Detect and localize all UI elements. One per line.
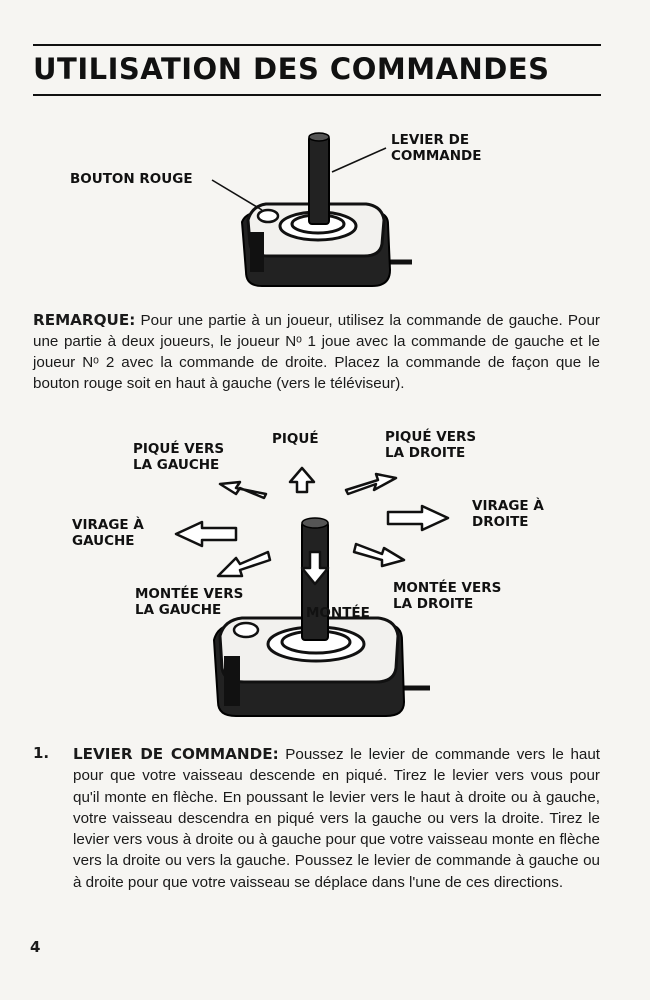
label-up-right: PIQUÉ VERS LA DROITE xyxy=(385,429,477,461)
label-left: VIRAGE À GAUCHE xyxy=(72,517,144,549)
label-up-left: PIQUÉ VERS LA GAUCHE xyxy=(133,441,225,473)
label-down-left: MONTÉE VERS LA GAUCHE xyxy=(135,586,244,618)
page-title: UTILISATION DES COMMANDES xyxy=(33,52,550,86)
label-down: MONTÉE xyxy=(306,605,370,621)
joystick-icon xyxy=(174,466,450,717)
title-underline xyxy=(33,94,601,96)
label-down-right: MONTÉE VERS LA DROITE xyxy=(393,580,502,612)
remark-label: REMARQUE: xyxy=(33,311,136,329)
remark-text: Pour une partie à un joueur, utilisez la… xyxy=(33,312,600,392)
remark-paragraph: REMARQUE: Pour une partie à un joueur, u… xyxy=(33,310,600,394)
joystick-icon xyxy=(211,132,412,287)
item-label: LEVIER DE COMMANDE: xyxy=(73,745,279,763)
red-button-label: BOUTON ROUGE xyxy=(70,171,193,187)
lever-label: LEVIER DE COMMANDE xyxy=(391,132,482,164)
label-right: VIRAGE À DROITE xyxy=(472,498,544,530)
top-rule xyxy=(33,44,601,46)
item-text: Poussez le levier de commande vers le ha… xyxy=(73,746,600,891)
page-number: 4 xyxy=(30,938,41,956)
item-number: 1. xyxy=(33,744,50,762)
list-item: 1. LEVIER DE COMMANDE: Poussez le levier… xyxy=(33,744,600,893)
item-paragraph: LEVIER DE COMMANDE: Poussez le levier de… xyxy=(73,744,600,893)
label-up: PIQUÉ xyxy=(272,431,319,447)
